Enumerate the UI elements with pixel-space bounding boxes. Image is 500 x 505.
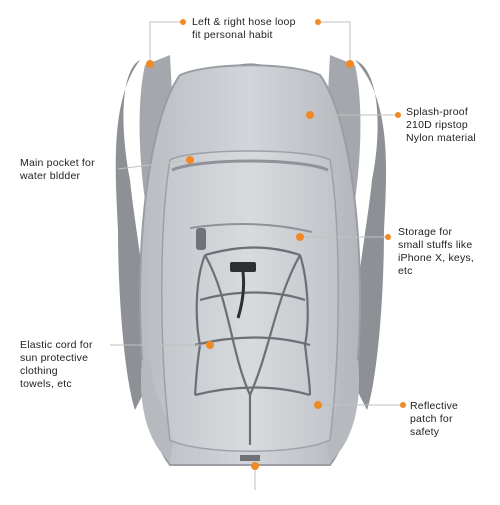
cord-lock bbox=[230, 262, 256, 272]
callout-marker bbox=[385, 234, 391, 240]
splash-proof-callout: Splash-proof 210D ripstop Nylon material bbox=[406, 106, 476, 144]
main-pocket-callout: Main pocket for water bldder bbox=[20, 157, 95, 182]
cord-tail bbox=[236, 271, 246, 319]
side-mesh-right bbox=[325, 360, 360, 462]
callout-marker bbox=[346, 60, 354, 68]
callout-marker bbox=[400, 402, 406, 408]
pocket-zipper bbox=[189, 222, 313, 233]
callout-marker bbox=[251, 462, 259, 470]
callout-marker bbox=[146, 60, 154, 68]
callout-marker bbox=[206, 341, 214, 349]
storage-callout: Storage for small stuffs like iPhone X, … bbox=[398, 226, 474, 277]
elastic-cord-callout: Elastic cord for sun protective clothing… bbox=[20, 339, 93, 390]
callout-marker bbox=[395, 112, 401, 118]
reflective-patch bbox=[240, 455, 260, 461]
callout-marker bbox=[315, 19, 321, 25]
hose-loop-callout: Left & right hose loop fit personal habi… bbox=[192, 16, 296, 41]
front-zipper bbox=[171, 159, 329, 172]
callout-markers bbox=[146, 19, 406, 470]
callout-marker bbox=[296, 233, 304, 241]
callout-marker bbox=[306, 111, 314, 119]
reflective-callout: Reflective patch for safety bbox=[410, 400, 459, 438]
zipper-pull bbox=[196, 228, 206, 250]
callout-marker bbox=[186, 156, 194, 164]
callout-lines bbox=[110, 21, 405, 490]
side-mesh-left bbox=[140, 360, 175, 462]
callout-marker bbox=[180, 19, 186, 25]
callout-marker bbox=[314, 401, 322, 409]
